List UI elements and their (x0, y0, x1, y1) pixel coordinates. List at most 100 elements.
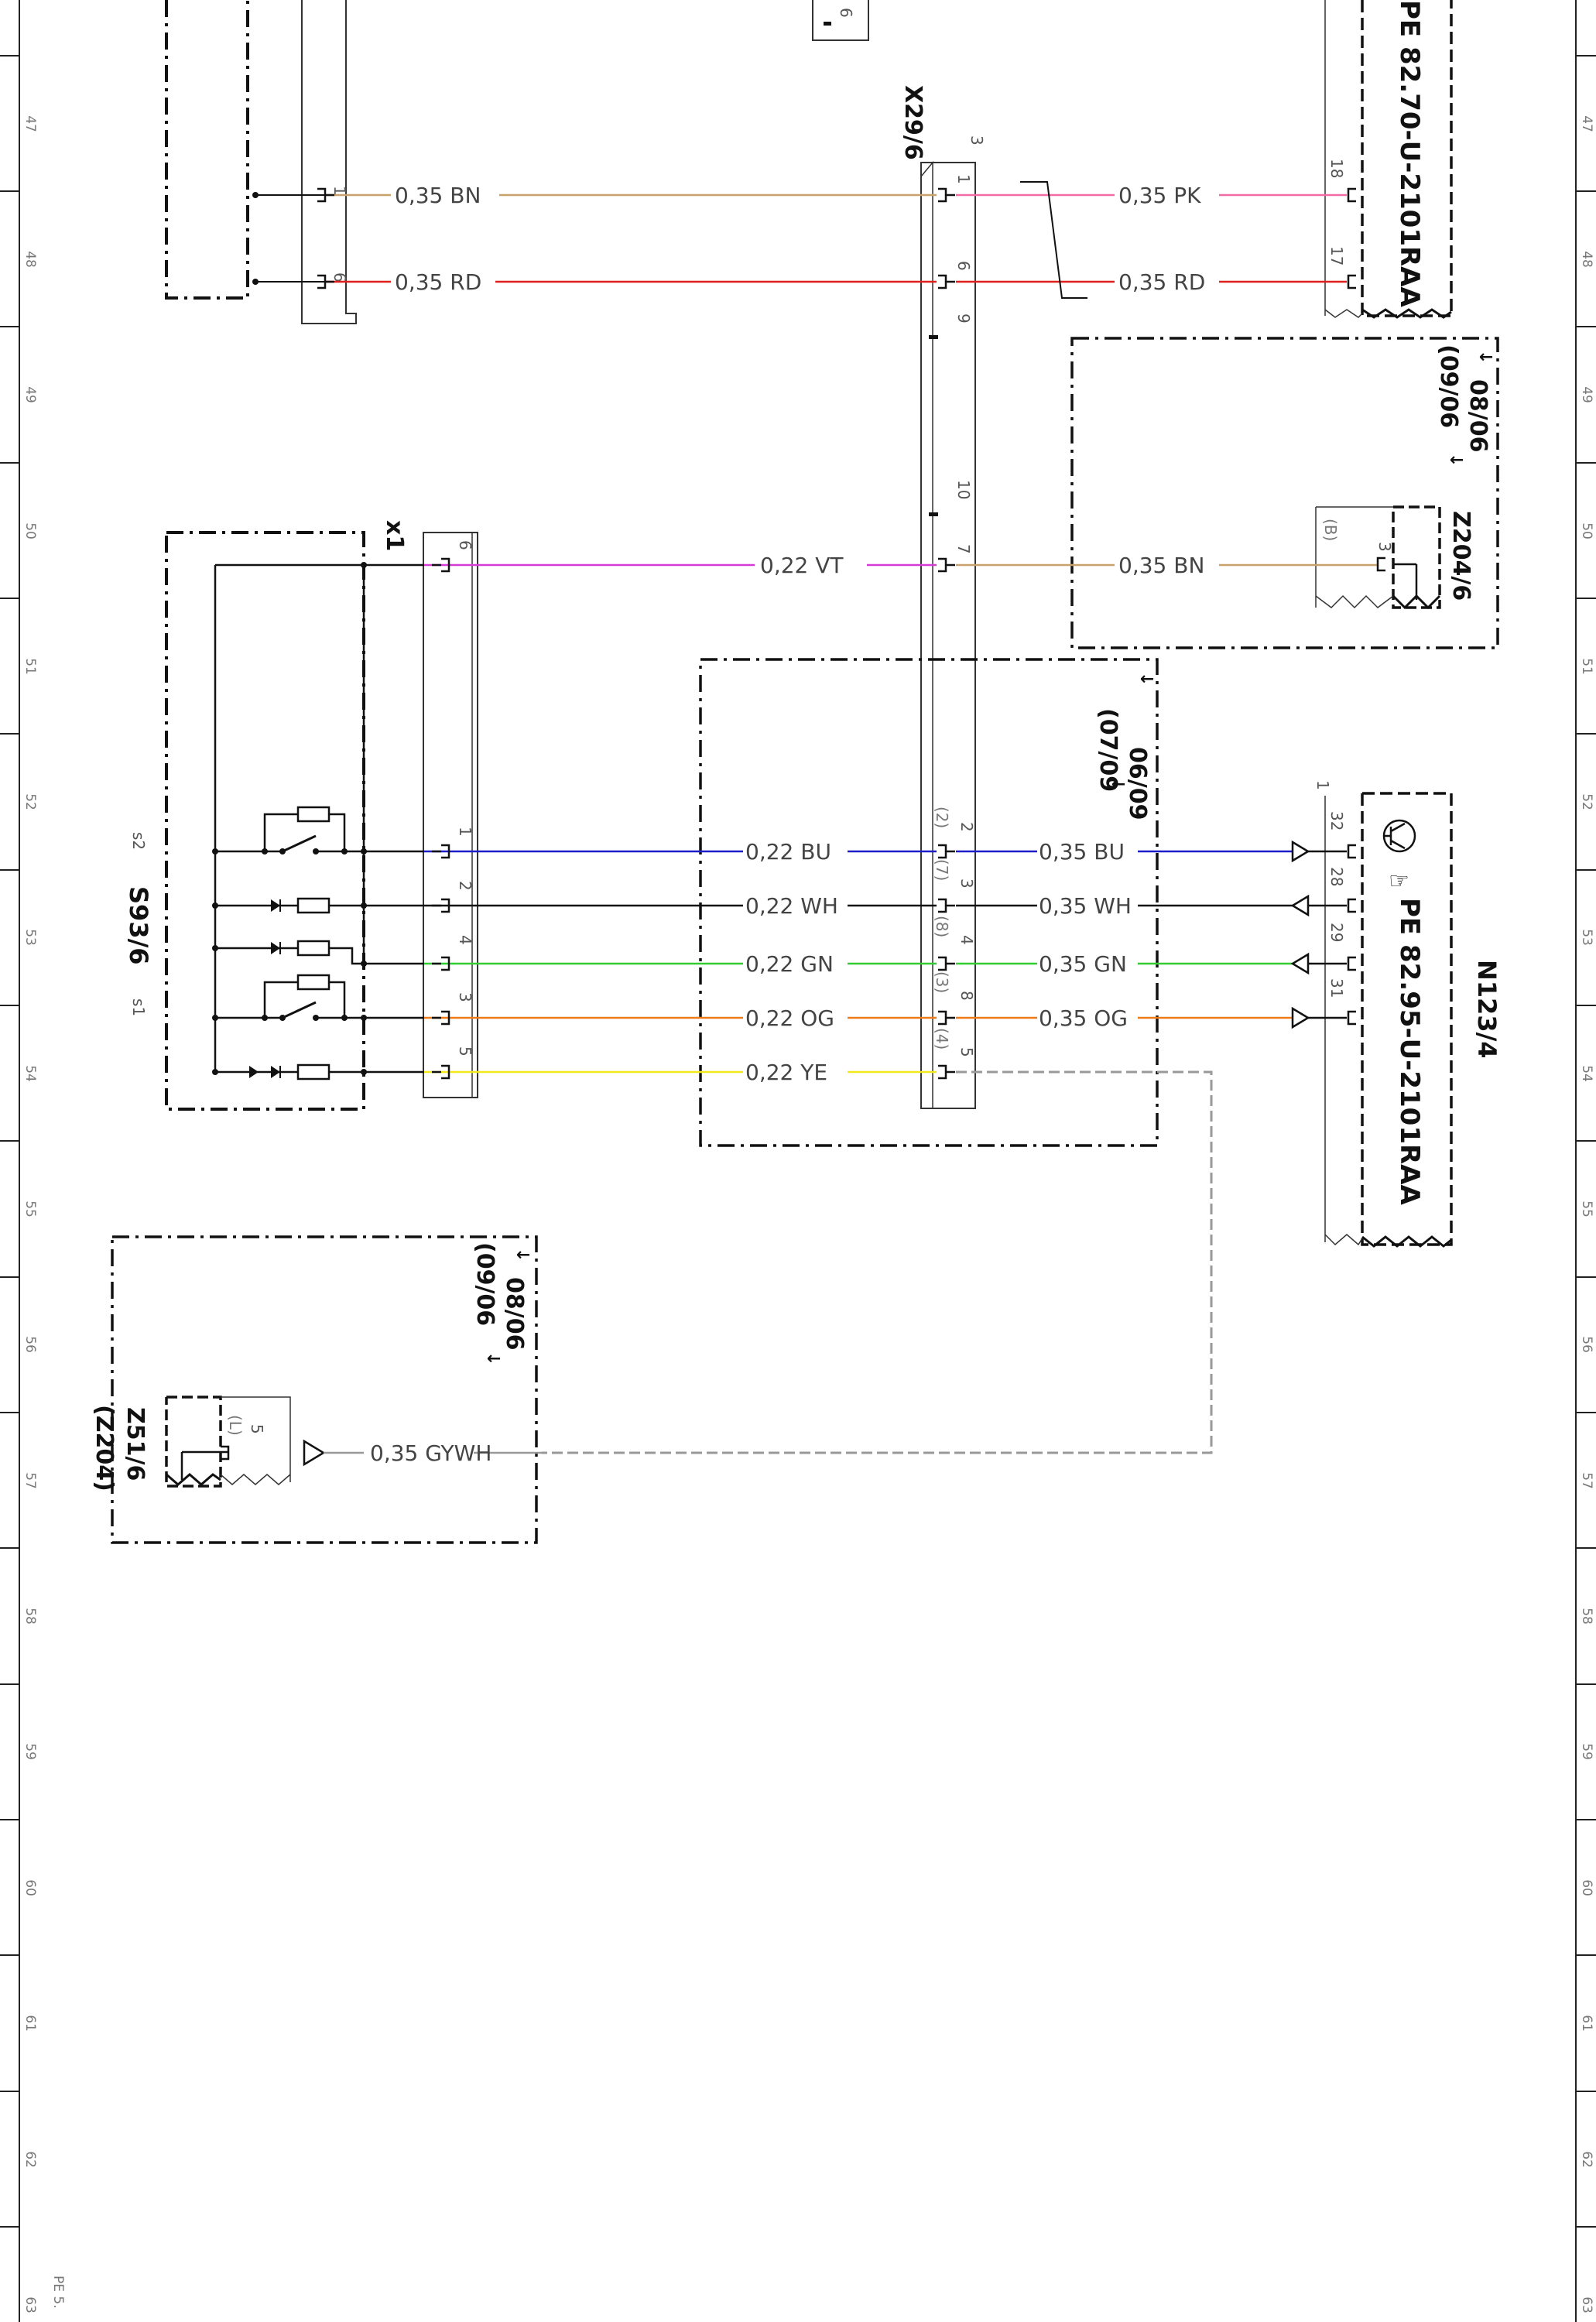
row-number: 48 (22, 251, 38, 268)
pin-label: 6 (331, 272, 349, 283)
row-number: 59 (1579, 1743, 1594, 1760)
pin-label: 28 (1327, 867, 1346, 886)
component-n123-4: ☞ (1324, 792, 1453, 1248)
row-number: 48 (1579, 251, 1594, 268)
row-number: 63 (22, 2296, 38, 2313)
x1-label: x1 (381, 520, 408, 551)
pin-label: 6 (837, 8, 855, 18)
row-number: 47 (1579, 115, 1594, 132)
z204-6-component (1315, 505, 1441, 610)
row-number: 59 (22, 1743, 38, 1760)
pin-label: 31 (1327, 978, 1346, 998)
pin-label: (4) (933, 1028, 951, 1050)
row-numbers-left: 47 48 49 50 51 52 53 54 55 56 57 58 59 6… (22, 115, 38, 2313)
arrow-icon: ↓ (1446, 453, 1465, 467)
row-numbers-right: 47 48 49 50 51 52 53 54 55 56 57 58 59 6… (1579, 115, 1594, 2313)
row-number: 56 (22, 1336, 38, 1353)
wire-label: 0,22 WH (745, 893, 838, 919)
s93-label: S93/6 (124, 886, 153, 965)
wire-label: 0,35 WH (1039, 893, 1132, 919)
pin-label: 9 (954, 313, 973, 324)
pin-label: 7 (954, 544, 973, 554)
z51-pin-label: (L) (226, 1415, 245, 1436)
pin-label: 17 (1327, 246, 1346, 265)
pin-label: 3 (456, 992, 474, 1002)
wire-label: 0,35 PK (1118, 183, 1201, 208)
row-number: 57 (22, 1472, 38, 1489)
pin-label: (7) (933, 859, 951, 881)
pin-label: 2 (957, 822, 976, 832)
variant-box-mid (699, 658, 1159, 1147)
pin-label: 1 (331, 186, 349, 196)
row-number: 63 (1579, 2296, 1594, 2313)
wire-label: 0,35 BU (1039, 839, 1125, 865)
n123-ref-label: PE 82.95-U-2101RAA (1394, 898, 1425, 1205)
pin-label: 32 (1327, 811, 1346, 831)
pin-label: 3 (968, 135, 986, 146)
s2-label: s2 (129, 832, 148, 850)
switch-s93-6 (165, 531, 424, 1111)
connector-x1 (423, 532, 478, 1098)
z51-6-component (165, 1396, 326, 1488)
variant-box-z51 (111, 1235, 538, 1544)
top-left-connector (301, 0, 357, 324)
pin-label: 1 (456, 827, 474, 837)
row-number: 60 (1579, 1879, 1594, 1896)
row-number: 58 (22, 1608, 38, 1625)
row-number: 56 (1579, 1336, 1594, 1353)
pin-label: 29 (1327, 923, 1346, 942)
wire-label: 0,35 RD (395, 269, 481, 295)
pin-label: 5 (957, 1047, 976, 1057)
wire-label: 0,35 BN (395, 183, 481, 208)
wire-label: 0,35 GN (1039, 951, 1127, 977)
row-number: 51 (1579, 658, 1594, 675)
pin-label: 18 (1327, 159, 1346, 178)
pin-label: 6 (954, 261, 973, 271)
row-number: 52 (1579, 793, 1594, 810)
wires (324, 181, 1378, 1454)
date-label: (07/09 (1094, 708, 1122, 792)
row-number: 58 (1579, 1608, 1594, 1625)
pin-label: 5 (456, 1046, 474, 1057)
row-number: 54 (22, 1065, 38, 1082)
row-number: 55 (22, 1200, 38, 1218)
date-label: 08/06 (501, 1277, 528, 1350)
arrow-icon: ↓ (1475, 350, 1495, 364)
z204-pin-label: (B) (1321, 519, 1340, 541)
z204-label: Z204/6 (1447, 511, 1474, 601)
row-number: 52 (22, 793, 38, 810)
date-label: (09/06 (471, 1242, 498, 1326)
n123-label: N123/4 (1472, 960, 1502, 1059)
arrow-icon: ↓ (1108, 777, 1127, 791)
wire-label: 0,22 BU (745, 839, 831, 865)
arrow-icon: ↓ (483, 1351, 502, 1365)
row-number: 50 (22, 522, 38, 539)
wire-label: 0,22 VT (760, 553, 844, 578)
row-number: 62 (22, 2151, 38, 2168)
date-label: (09/06 (1435, 344, 1462, 428)
row-number: 49 (1579, 386, 1594, 403)
wire-label: 0,22 GN (745, 951, 834, 977)
top-center-connector (812, 0, 869, 41)
component-pe-82-70 (1324, 0, 1453, 319)
row-number: 53 (1579, 929, 1594, 946)
row-number: 55 (1579, 1200, 1594, 1218)
pin-label: 2 (456, 881, 474, 891)
wire-label: 0,35 OG (1039, 1005, 1128, 1031)
z51-label: Z51/6 (122, 1407, 149, 1481)
arrow-icon: ↓ (1136, 672, 1156, 686)
row-number: 62 (1579, 2151, 1594, 2168)
pin-label: (2) (933, 807, 951, 828)
pin-label: 3 (957, 878, 976, 889)
row-number: 50 (1579, 522, 1594, 539)
connector-x29-6 (920, 160, 976, 1109)
pin-label: 5 (248, 1424, 266, 1434)
wire-label: 0,22 YE (745, 1060, 827, 1085)
pin-label: 8 (957, 991, 976, 1001)
wire-label: 0,35 RD (1118, 269, 1205, 295)
row-number: 49 (22, 386, 38, 403)
s1-label: s1 (129, 998, 148, 1016)
wire-label: 0,35 GYWH (370, 1440, 491, 1466)
